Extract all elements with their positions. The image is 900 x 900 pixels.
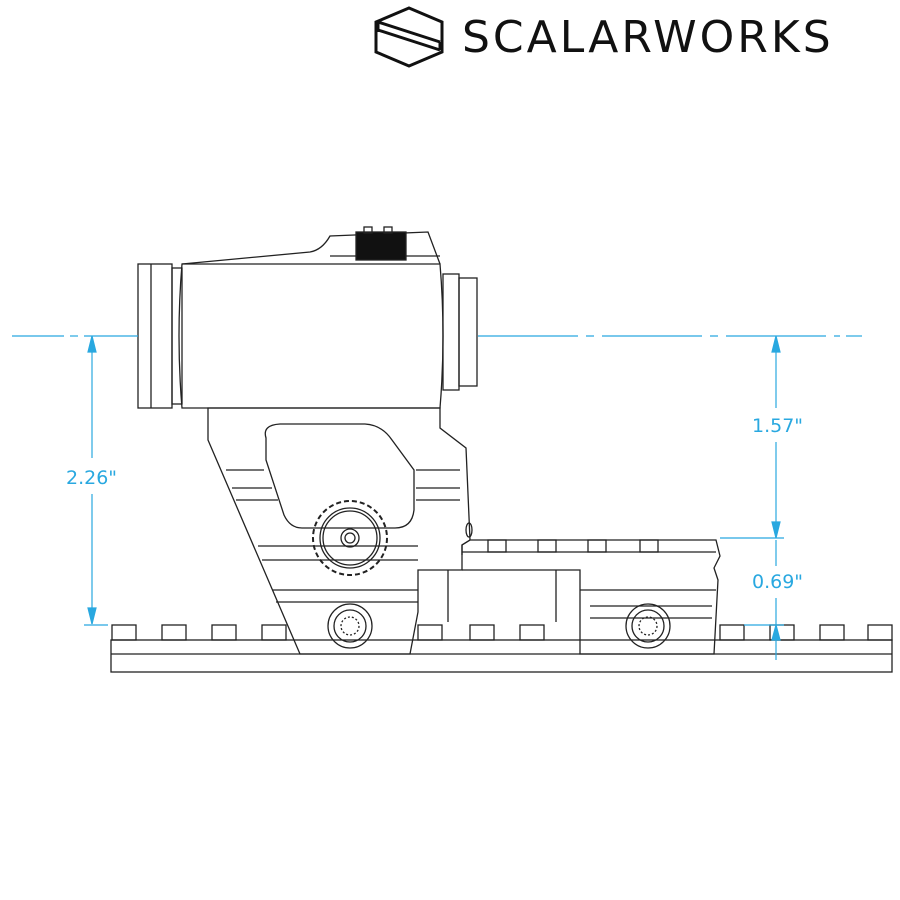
dimension-total-height: 2.26" [66, 466, 118, 490]
scalar-mount [207, 407, 473, 655]
dimension-deck-height: 0.69" [752, 570, 804, 594]
mount-knob [312, 500, 388, 576]
mount-deck [447, 539, 721, 655]
brand-name: SCALARWORKS [462, 11, 834, 63]
dimension-lines [12, 335, 862, 660]
cross-bolt-rear [625, 603, 671, 649]
picatinny-rail [110, 624, 893, 673]
dimension-optic-height: 1.57" [752, 414, 804, 438]
red-dot-optic [137, 226, 478, 409]
cross-bolt-front [327, 603, 373, 649]
hexagon-s-icon [374, 6, 444, 68]
brand-logo: SCALARWORKS [372, 6, 834, 68]
